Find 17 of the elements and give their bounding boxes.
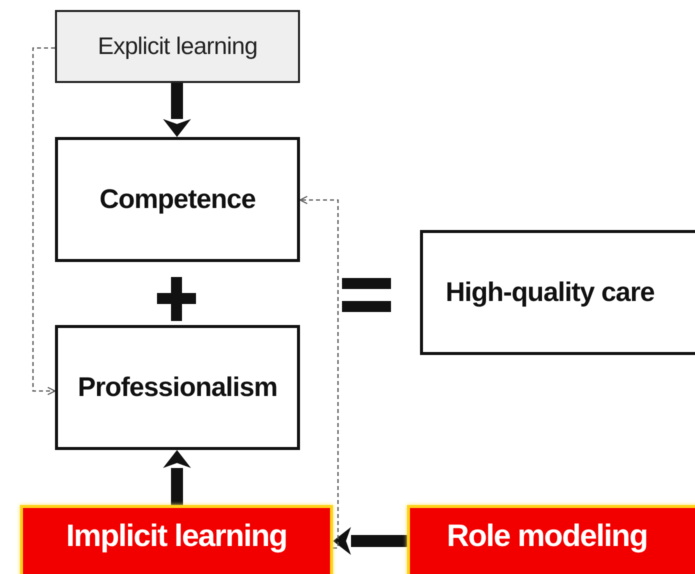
concept-box: [55, 325, 300, 450]
concept-box: [55, 137, 300, 262]
block-arrow: [333, 527, 407, 555]
box-label: Role modeling: [446, 518, 648, 554]
box-label: Competence: [99, 184, 256, 215]
box-label: High-quality care: [446, 277, 654, 308]
box-label: Explicit learning: [98, 32, 258, 60]
concept-box: [420, 230, 695, 355]
box-label: Implicit learning: [66, 518, 287, 554]
dashed-arrow: [32, 47, 56, 396]
highlight-box: [407, 505, 695, 574]
highlight-box: [20, 505, 333, 574]
concept-box: [55, 10, 300, 83]
block-arrow: [163, 83, 191, 137]
dashed-arrow: [299, 196, 339, 549]
block-arrow: [163, 450, 191, 505]
box-label: Professionalism: [78, 372, 278, 403]
